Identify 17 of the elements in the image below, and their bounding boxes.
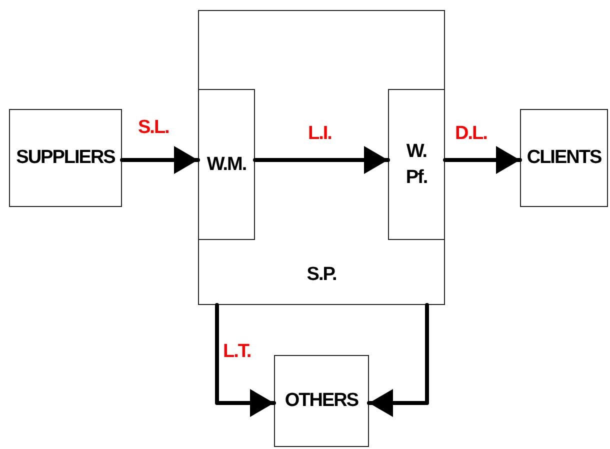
box-label: OTHERS	[284, 389, 358, 414]
box-label: S.P.	[306, 263, 336, 288]
process-box	[9, 109, 122, 207]
process-box	[198, 89, 255, 240]
arrow	[215, 303, 276, 417]
arrow	[120, 146, 200, 174]
process-box	[520, 109, 608, 207]
arrow	[253, 146, 390, 174]
process-box	[198, 10, 445, 305]
box-label: SUPPLIERS	[16, 146, 115, 170]
box-label: W.M.	[206, 152, 246, 177]
process-box	[274, 355, 369, 447]
process-box	[388, 89, 445, 240]
box-label: CLIENTS	[526, 146, 602, 170]
arrow	[443, 146, 522, 174]
box-label: W. Pf.	[406, 140, 428, 190]
arrow	[367, 303, 429, 417]
